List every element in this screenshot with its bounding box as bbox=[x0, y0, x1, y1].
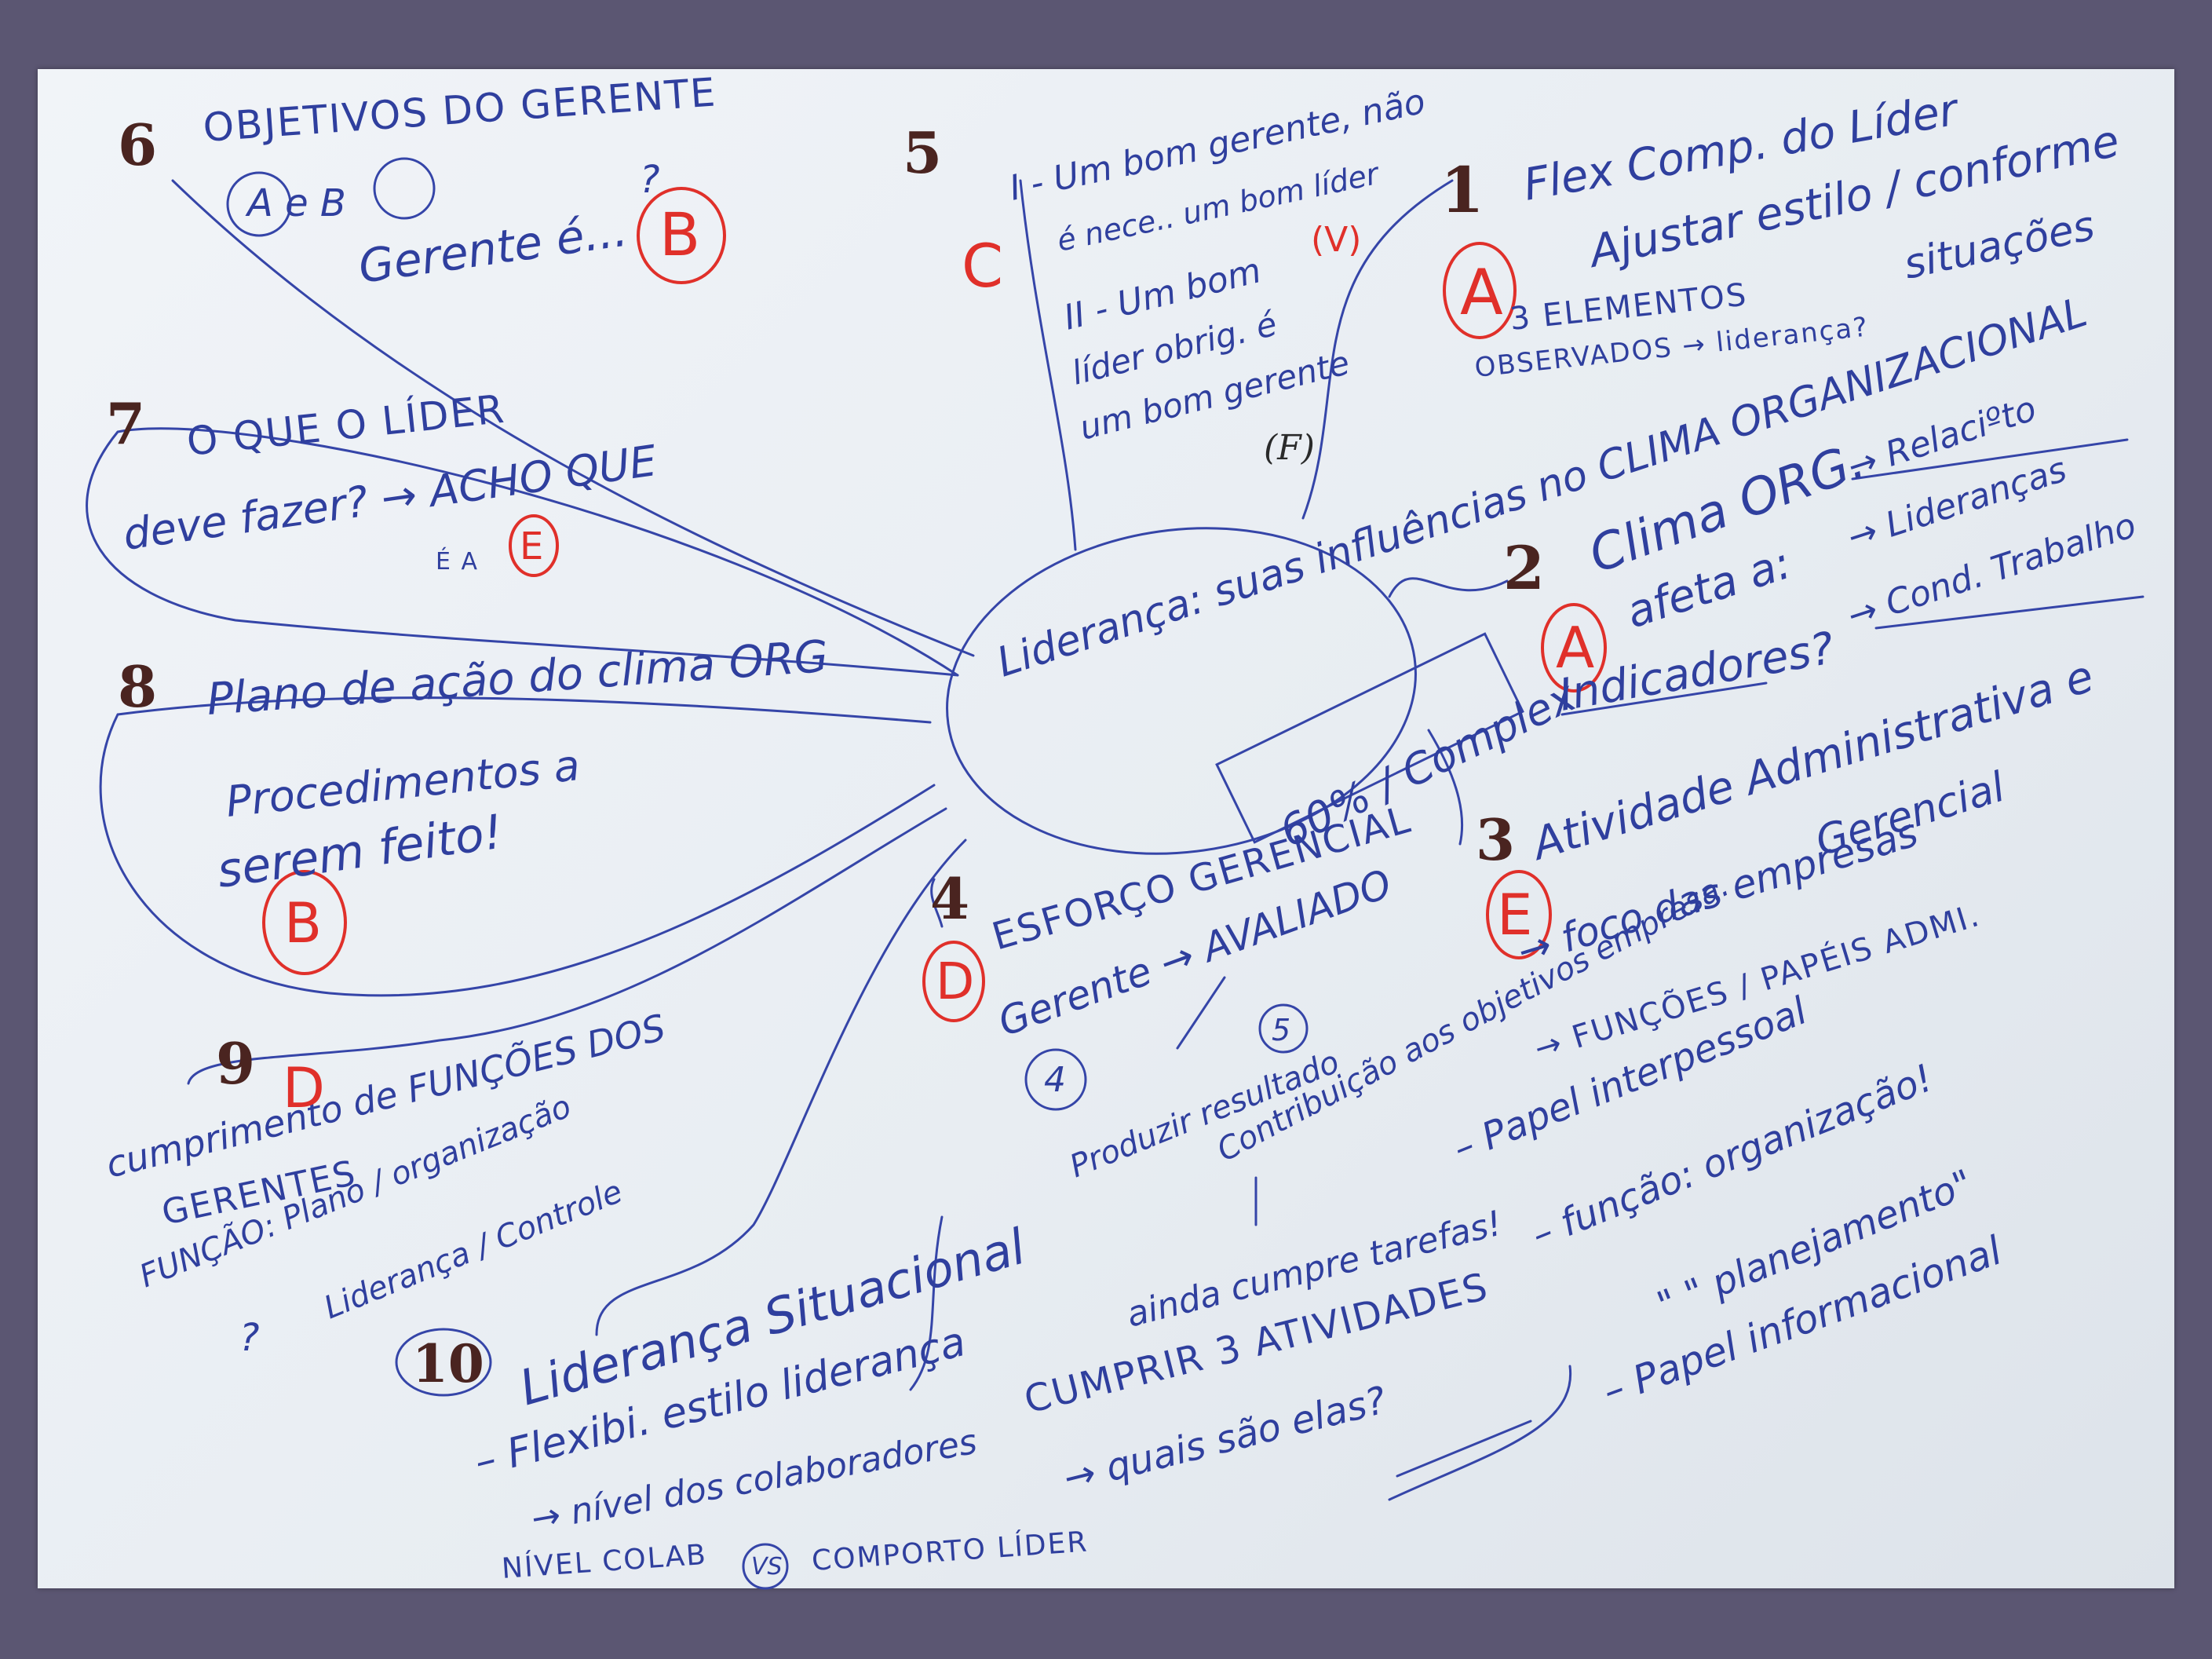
branch-6: 6 OBJETIVOS DO GERENTE A e B Gerente é..… bbox=[118, 69, 718, 293]
answer-badge: A bbox=[1460, 256, 1503, 329]
branch-number: 6 bbox=[118, 111, 157, 178]
line-3 bbox=[1427, 729, 1464, 846]
branch-number: 3 bbox=[1476, 806, 1515, 873]
branch-number: 1 bbox=[1440, 153, 1484, 227]
center-bubble bbox=[946, 527, 1417, 855]
b9-q: ? bbox=[239, 1316, 259, 1360]
b10-line5: VS bbox=[751, 1553, 783, 1580]
underline-ind bbox=[1560, 682, 1768, 716]
line-10b bbox=[909, 1215, 944, 1391]
arrow-4 bbox=[1176, 976, 1226, 1050]
b6-q: ? bbox=[640, 158, 659, 202]
answer-badge: E bbox=[1497, 882, 1533, 948]
circle-num-4 bbox=[1024, 1048, 1087, 1111]
underline-2b bbox=[1874, 595, 2144, 630]
bracket-3 bbox=[1388, 1365, 1572, 1501]
b10-line4: NÍVEL COLAB bbox=[501, 1538, 708, 1585]
branch-number: 10 bbox=[412, 1333, 484, 1394]
b1-line3: situações bbox=[1900, 203, 2098, 289]
circle-b6 bbox=[373, 157, 436, 220]
line-1 bbox=[1301, 179, 1454, 520]
line-7 bbox=[86, 427, 959, 677]
line-4 bbox=[930, 878, 944, 928]
branch-number: 4 bbox=[930, 865, 969, 932]
paper-sheet bbox=[38, 69, 2174, 1588]
line-2 bbox=[1388, 577, 1509, 598]
circle-vs bbox=[742, 1543, 789, 1590]
b6-line1: OBJETIVOS DO GERENTE bbox=[202, 69, 718, 151]
answer-badge: B bbox=[659, 199, 700, 269]
circle-num-5 bbox=[1258, 1003, 1309, 1054]
answer-circles bbox=[262, 187, 1607, 1022]
arrow-10 bbox=[1396, 1420, 1532, 1478]
b7-line1: O QUE O LÍDER bbox=[184, 386, 507, 465]
b5-mark2: (F) bbox=[1264, 428, 1315, 468]
branch-number: 7 bbox=[106, 390, 145, 457]
branch-5: 5 I - Um bom gerente, não é nece.. um bo… bbox=[903, 82, 1429, 468]
center-box bbox=[1215, 632, 1524, 844]
answer-badge: A bbox=[1556, 615, 1594, 681]
branch-8: 8 Plano de ação do clima ORG Procediment… bbox=[118, 631, 830, 956]
line-10 bbox=[595, 839, 967, 1336]
line-9 bbox=[187, 807, 947, 1085]
b4-circ2: 5 bbox=[1272, 1013, 1290, 1047]
circle-a6 bbox=[226, 171, 292, 237]
b5-mark1: (V) bbox=[1311, 220, 1361, 260]
branch-10: 10 Liderança Situacional – Flexibi. esti… bbox=[395, 1218, 1090, 1585]
b10-line6: COMPORTO LÍDER bbox=[811, 1525, 1090, 1577]
answer-badge: E bbox=[520, 524, 543, 568]
branch-9: 9 cumprimento de FUNÇÕES DOS GERENTES FU… bbox=[102, 1006, 670, 1360]
circle-num-10 bbox=[395, 1328, 492, 1397]
line-5 bbox=[1019, 179, 1077, 551]
b8-line2: Procedimentos a bbox=[224, 740, 582, 827]
branch-lines bbox=[86, 157, 2144, 1590]
b9-line1: cumprimento de FUNÇÕES DOS bbox=[102, 1006, 670, 1186]
b6-line2: A e B bbox=[245, 181, 346, 225]
b4-circ1: 4 bbox=[1044, 1060, 1066, 1100]
b7-line3: É A bbox=[436, 547, 479, 576]
branch-3: 3 Atividade Administrativa e Gerencial →… bbox=[1447, 651, 2100, 1414]
line-6 bbox=[171, 179, 975, 657]
underline-2 bbox=[1851, 438, 2129, 481]
answer-badge: C bbox=[962, 231, 1003, 301]
line-8 bbox=[99, 696, 936, 997]
answer-badge: D bbox=[283, 1056, 325, 1120]
branch-number: 9 bbox=[216, 1030, 255, 1097]
b8-line1: Plano de ação do clima ORG bbox=[205, 631, 830, 725]
b2-line3: Indicadores? bbox=[1555, 623, 1838, 722]
branch-number: 2 bbox=[1503, 533, 1545, 603]
branch-7: 7 O QUE O LÍDER deve fazer? → ACHO QUE É… bbox=[106, 386, 660, 576]
answer-badge: D bbox=[936, 953, 974, 1011]
answer-badge: B bbox=[284, 891, 322, 956]
branch-number: 8 bbox=[118, 653, 157, 720]
branch-number: 5 bbox=[903, 119, 942, 186]
